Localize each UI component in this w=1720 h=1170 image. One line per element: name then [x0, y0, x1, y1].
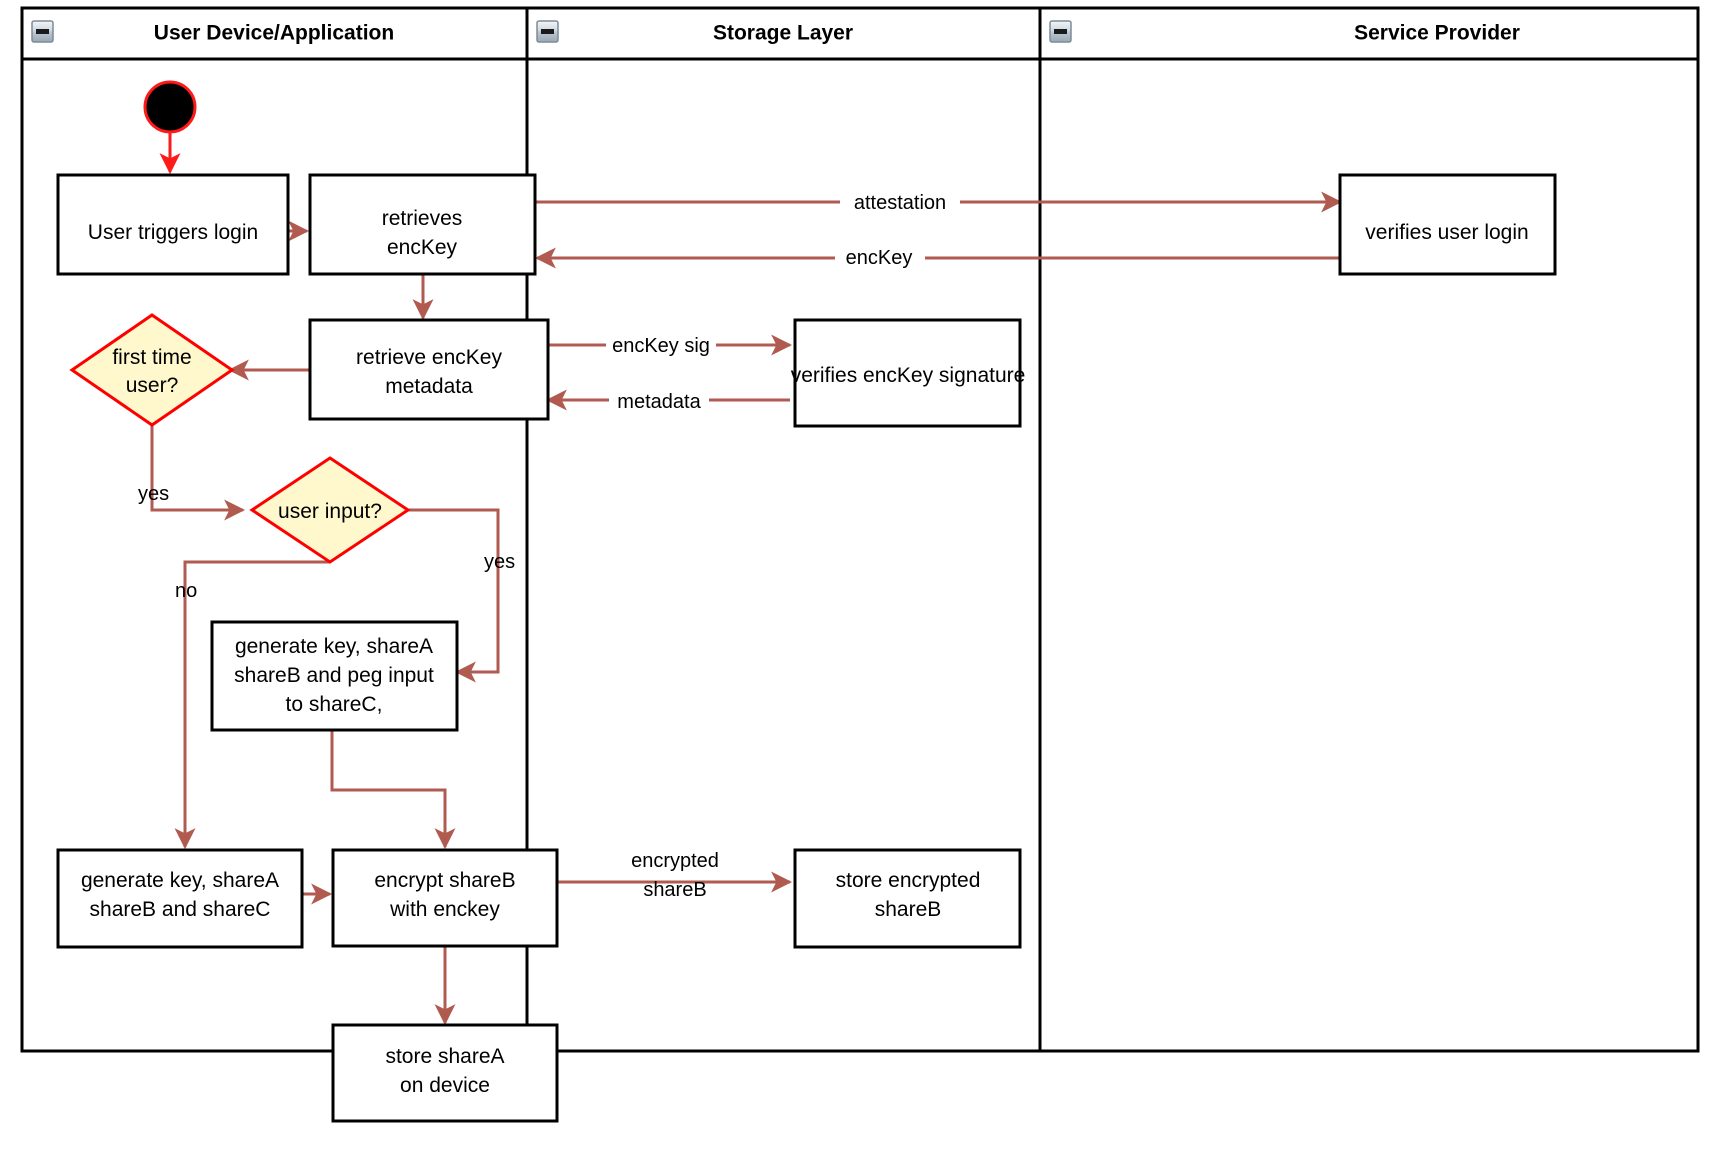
- action-label: to shareC,: [286, 693, 383, 716]
- edge-label-first-time-yes: yes: [138, 483, 169, 505]
- action-label: retrieves: [382, 207, 463, 230]
- collapse-minus-icon[interactable]: [536, 20, 559, 43]
- lane-title-user-device: User Device/Application: [154, 22, 394, 45]
- action-label: verifies user login: [1365, 221, 1528, 244]
- lane-title-service-provider: Service Provider: [1354, 22, 1520, 45]
- edge-label-attestation: attestation: [854, 192, 946, 214]
- action-label: shareB: [875, 898, 942, 921]
- action-label: retrieve encKey: [356, 346, 502, 369]
- action-label: User triggers login: [88, 221, 258, 244]
- decision-user-input[interactable]: user input?: [249, 456, 411, 564]
- action-encrypt-shareb[interactable]: encrypt shareB with enckey: [331, 848, 559, 948]
- edge-peg-to-encrypt: [330, 730, 456, 850]
- action-store-encrypted-shareb[interactable]: store encrypted shareB: [793, 848, 1022, 949]
- edge-label-user-input-no: no: [175, 580, 197, 602]
- action-label: metadata: [385, 375, 473, 398]
- action-verifies-enckey-signature[interactable]: verifies encKey signature: [791, 318, 1026, 428]
- initial-node[interactable]: [143, 80, 197, 134]
- edge-user-input-no: [174, 560, 330, 850]
- edge-label-encrypted: encrypted: [631, 850, 719, 872]
- decision-label: user input?: [278, 500, 382, 523]
- edge-label-user-input-yes: yes: [484, 551, 515, 573]
- action-generate-key-shares[interactable]: generate key, shareA shareB and shareC: [56, 848, 304, 949]
- action-store-sharea[interactable]: store shareA on device: [331, 1023, 559, 1123]
- action-user-triggers-login[interactable]: User triggers login: [56, 173, 290, 276]
- edge-label-enckey-sig: encKey sig: [612, 335, 710, 357]
- lane-header-storage-layer[interactable]: Storage Layer: [536, 20, 853, 45]
- lane-header-user-device[interactable]: User Device/Application: [31, 20, 394, 45]
- edge-label-shareb: shareB: [643, 879, 706, 901]
- edge-label-metadata: metadata: [617, 391, 701, 413]
- action-label: encKey: [387, 236, 458, 259]
- lane-header-service-provider[interactable]: Service Provider: [1049, 20, 1520, 45]
- action-label: on device: [400, 1074, 490, 1097]
- action-label: generate key, shareA: [81, 869, 279, 892]
- action-generate-key-peg[interactable]: generate key, shareA shareB and peg inpu…: [210, 620, 459, 732]
- decision-label: user?: [126, 374, 179, 397]
- action-retrieves-enckey[interactable]: retrieves encKey: [308, 173, 537, 276]
- action-label: shareB and shareC: [90, 898, 271, 921]
- start-circle[interactable]: [143, 80, 197, 134]
- action-label: with enckey: [389, 898, 500, 921]
- action-label: store encrypted: [836, 869, 981, 892]
- edge-first-time-yes: [150, 415, 246, 521]
- edge-label-enckey: encKey: [846, 247, 913, 269]
- action-retrieve-enckey-metadata[interactable]: retrieve encKey metadata: [308, 318, 550, 421]
- collapse-minus-icon[interactable]: [31, 20, 54, 43]
- decision-first-time-user[interactable]: first time user?: [69, 313, 235, 427]
- action-label: store shareA: [385, 1045, 504, 1068]
- edge-labels: attestation encKey encKey sig metadata y…: [138, 190, 960, 901]
- lane-title-storage-layer: Storage Layer: [713, 22, 853, 45]
- decision-label: first time: [112, 346, 191, 369]
- action-label: encrypt shareB: [374, 869, 515, 892]
- action-label: generate key, shareA: [235, 635, 433, 658]
- action-label: verifies encKey signature: [791, 364, 1026, 387]
- action-label: shareB and peg input: [234, 664, 434, 687]
- diagram-outer-frame: [20, 6, 1700, 1053]
- edge-user-input-yes: [408, 508, 500, 683]
- collapse-minus-icon[interactable]: [1049, 20, 1072, 43]
- action-verifies-user-login[interactable]: verifies user login: [1338, 173, 1557, 276]
